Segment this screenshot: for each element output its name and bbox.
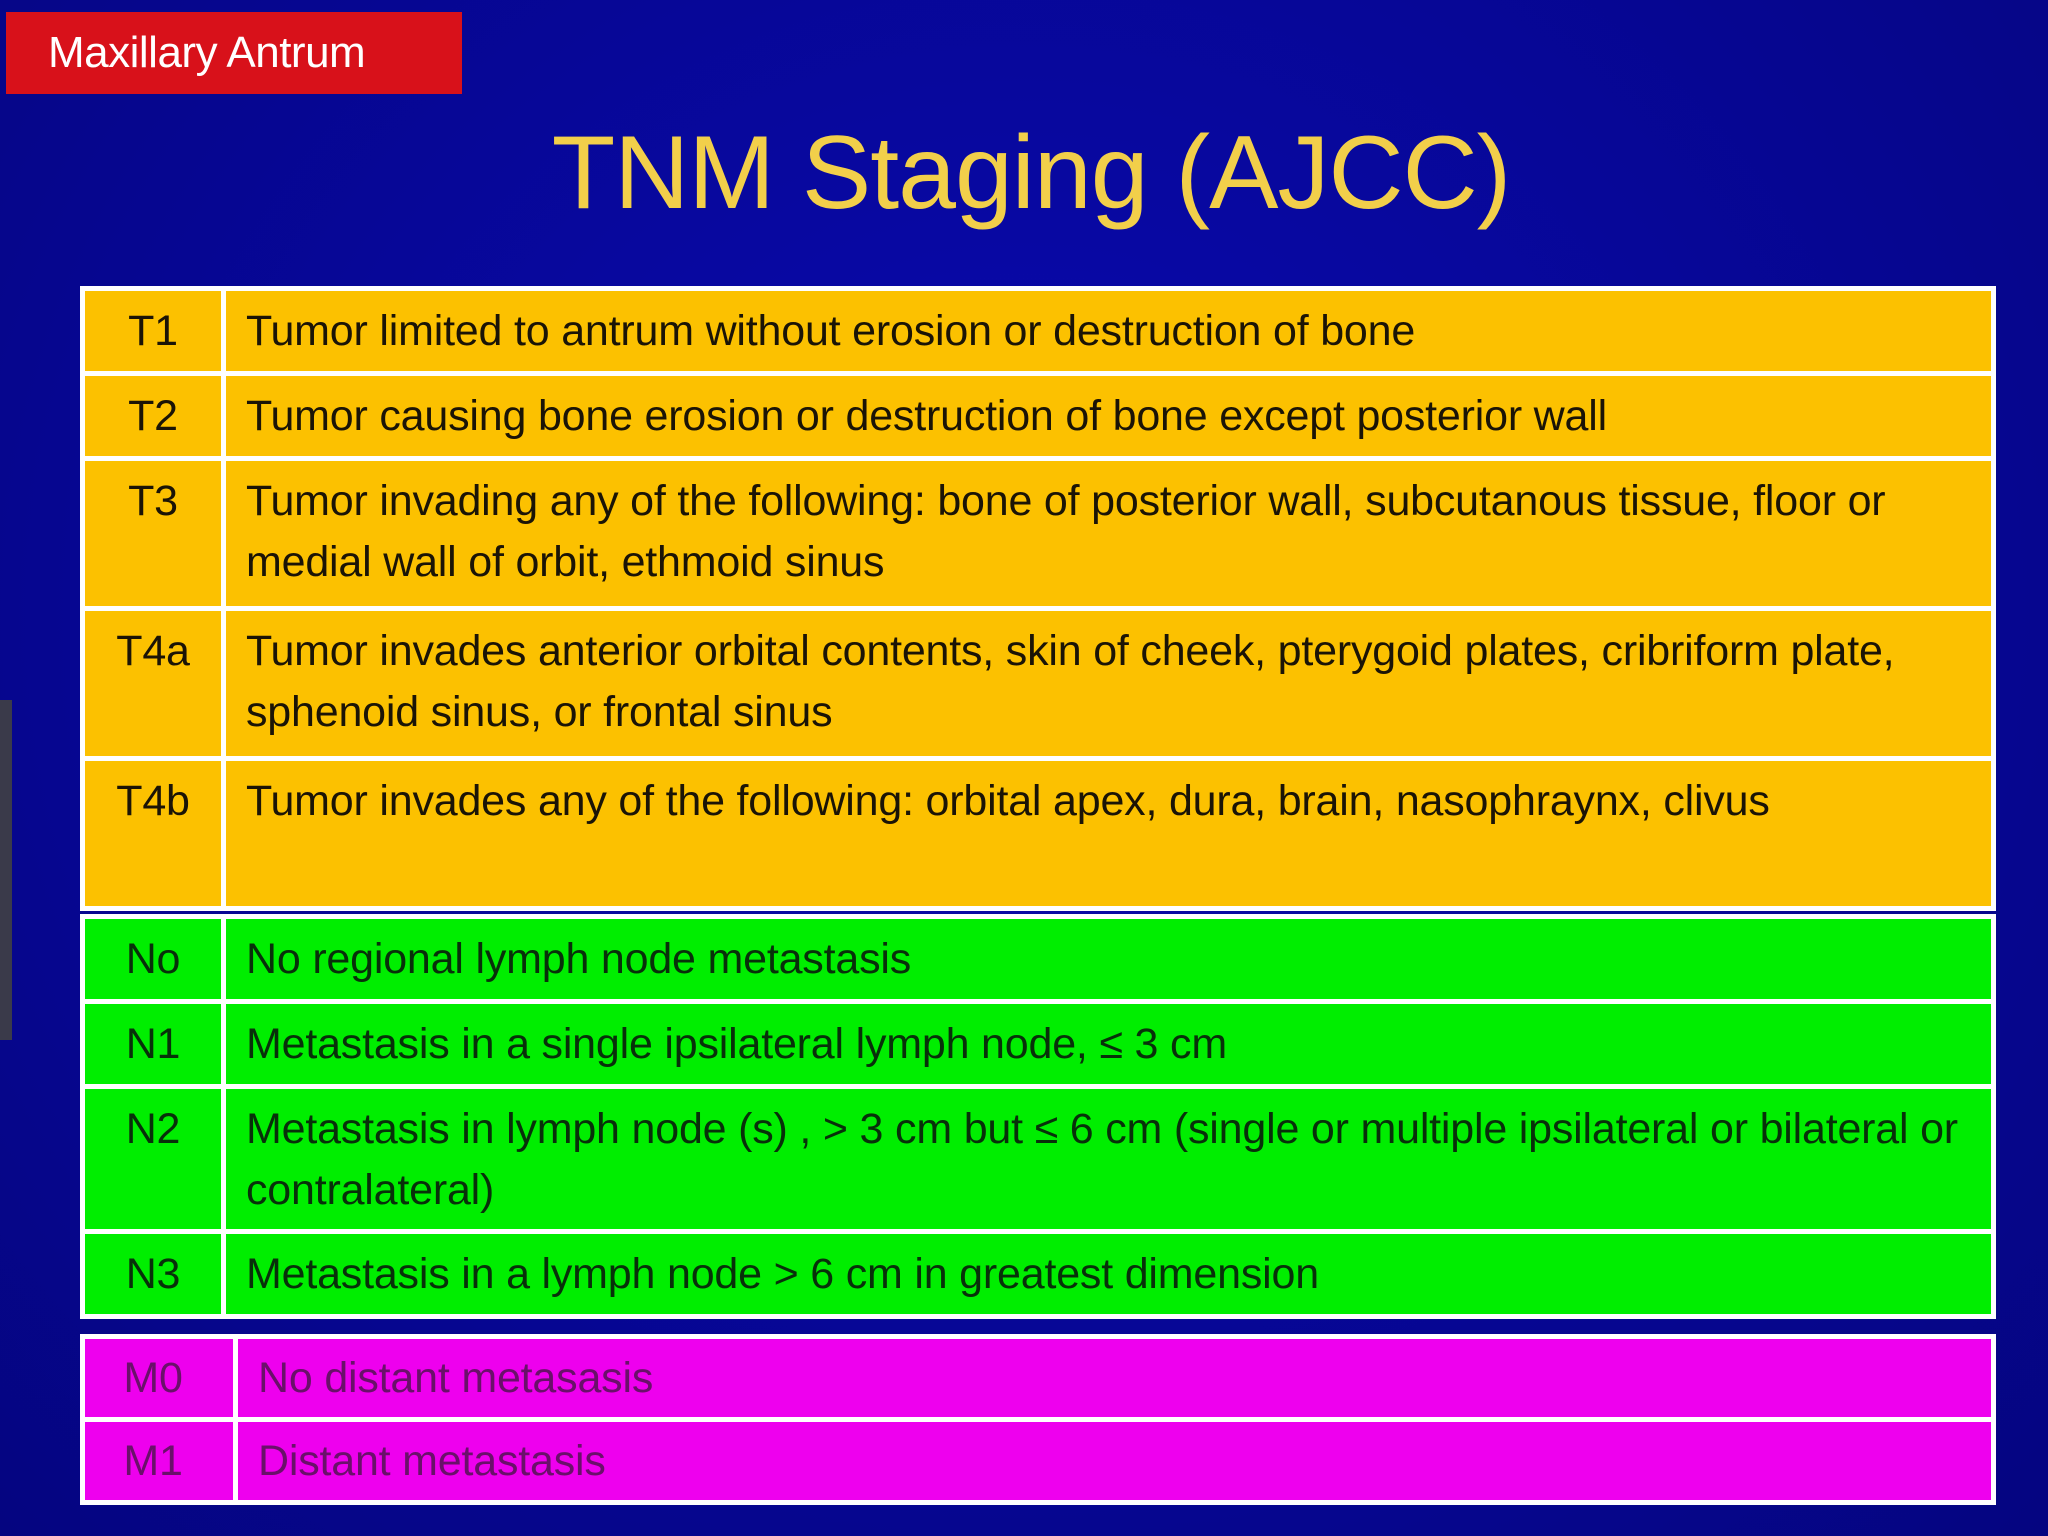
table-row: T2 Tumor causing bone erosion or destruc… (80, 371, 1996, 461)
table-row: T3 Tumor invading any of the following: … (80, 456, 1996, 611)
table-row: T4a Tumor invades anterior orbital conte… (80, 606, 1996, 761)
stage-code: M0 (80, 1334, 238, 1422)
stage-code: T1 (80, 286, 226, 376)
table-row: N3 Metastasis in a lymph node > 6 cm in … (80, 1229, 1996, 1319)
stage-description: Tumor invades any of the following: orbi… (221, 756, 1996, 911)
stage-code: T4b (80, 756, 226, 911)
stage-description: Tumor invades anterior orbital contents,… (221, 606, 1996, 761)
n-stage-table: No No regional lymph node metastasis N1 … (80, 914, 1996, 1319)
stage-description: No regional lymph node metastasis (221, 914, 1996, 1004)
stage-code: T4a (80, 606, 226, 761)
stage-code: M1 (80, 1417, 238, 1505)
stage-description: Metastasis in a lymph node > 6 cm in gre… (221, 1229, 1996, 1319)
stage-description: Distant metastasis (233, 1417, 1996, 1505)
stage-description: Tumor causing bone erosion or destructio… (221, 371, 1996, 461)
stage-code: N3 (80, 1229, 226, 1319)
slide-title: TNM Staging (AJCC) (551, 115, 1512, 231)
table-row: M0 No distant metasasis (80, 1334, 1996, 1422)
stage-description: Tumor limited to antrum without erosion … (221, 286, 1996, 376)
stage-code: T3 (80, 456, 226, 611)
stage-description: Metastasis in a single ipsilateral lymph… (221, 999, 1996, 1089)
table-row: N1 Metastasis in a single ipsilateral ly… (80, 999, 1996, 1089)
table-row: T1 Tumor limited to antrum without erosi… (80, 286, 1996, 376)
stage-code: No (80, 914, 226, 1004)
stage-code: T2 (80, 371, 226, 461)
stage-code: N2 (80, 1084, 226, 1234)
table-row: T4b Tumor invades any of the following: … (80, 756, 1996, 911)
m-stage-table: M0 No distant metasasis M1 Distant metas… (80, 1334, 1996, 1505)
table-row: M1 Distant metastasis (80, 1417, 1996, 1505)
stage-description: Tumor invading any of the following: bon… (221, 456, 1996, 611)
stage-code: N1 (80, 999, 226, 1089)
table-row: No No regional lymph node metastasis (80, 914, 1996, 1004)
table-row: N2 Metastasis in lymph node (s) , > 3 cm… (80, 1084, 1996, 1234)
t-stage-table: T1 Tumor limited to antrum without erosi… (80, 286, 1996, 911)
stage-description: Metastasis in lymph node (s) , > 3 cm bu… (221, 1084, 1996, 1234)
window-edge (0, 700, 12, 1040)
section-tag: Maxillary Antrum (6, 12, 462, 94)
stage-description: No distant metasasis (233, 1334, 1996, 1422)
